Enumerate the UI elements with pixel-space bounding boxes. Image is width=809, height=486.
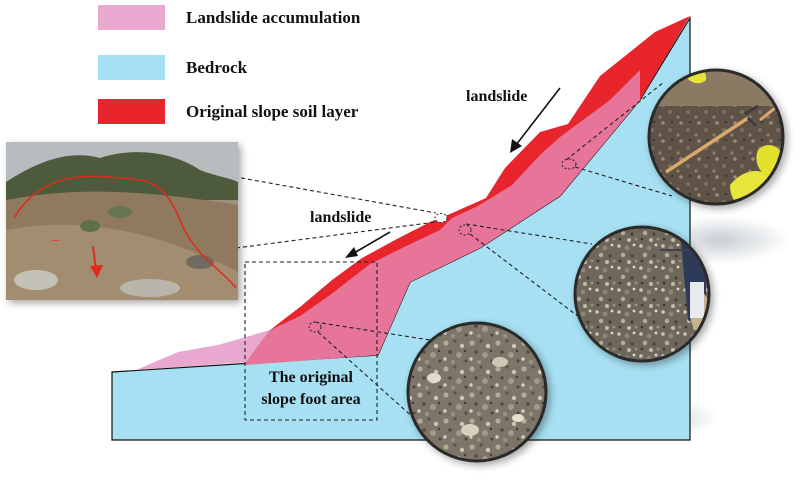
landslide-arrow-lower bbox=[345, 231, 391, 258]
legend-swatch-bedrock bbox=[98, 55, 165, 80]
slope-foot-label-line2: slope foot area bbox=[261, 391, 360, 408]
sample-point-1 bbox=[434, 213, 448, 223]
landslide-arrow-upper bbox=[510, 87, 561, 153]
legend-label-bedrock: Bedrock bbox=[186, 58, 248, 77]
slope-foot-label-line1: The original bbox=[269, 369, 354, 386]
photo-marker-text: ▪▪▪▪ bbox=[52, 238, 59, 244]
sample-point-4 bbox=[308, 321, 322, 333]
gravel-sampling-photo bbox=[573, 225, 711, 363]
slope-foot-gravel-photo bbox=[406, 321, 548, 463]
legend-label-landslide-accumulation: Landslide accumulation bbox=[186, 8, 361, 27]
landslide-label-lower: landslide bbox=[310, 209, 371, 226]
soil-accumulation-overlap bbox=[244, 70, 640, 365]
slope-cross-section bbox=[111, 15, 691, 441]
legend: Landslide accumulation Bedrock Original … bbox=[98, 5, 361, 124]
sample-point-3 bbox=[458, 224, 472, 236]
sample-point-2 bbox=[561, 158, 577, 170]
legend-label-original-slope-soil-layer: Original slope soil layer bbox=[186, 102, 359, 121]
legend-swatch-landslide-accumulation bbox=[98, 5, 165, 30]
landslide-boundary-outline bbox=[13, 175, 237, 289]
landslide-label-upper: landslide bbox=[466, 88, 527, 105]
legend-swatch-original-slope-soil-layer bbox=[98, 99, 165, 124]
slope-foot-area-box bbox=[244, 261, 378, 421]
photo-slide-direction-arrow bbox=[90, 245, 103, 278]
field-photo: ▪▪▪▪ bbox=[6, 142, 238, 300]
